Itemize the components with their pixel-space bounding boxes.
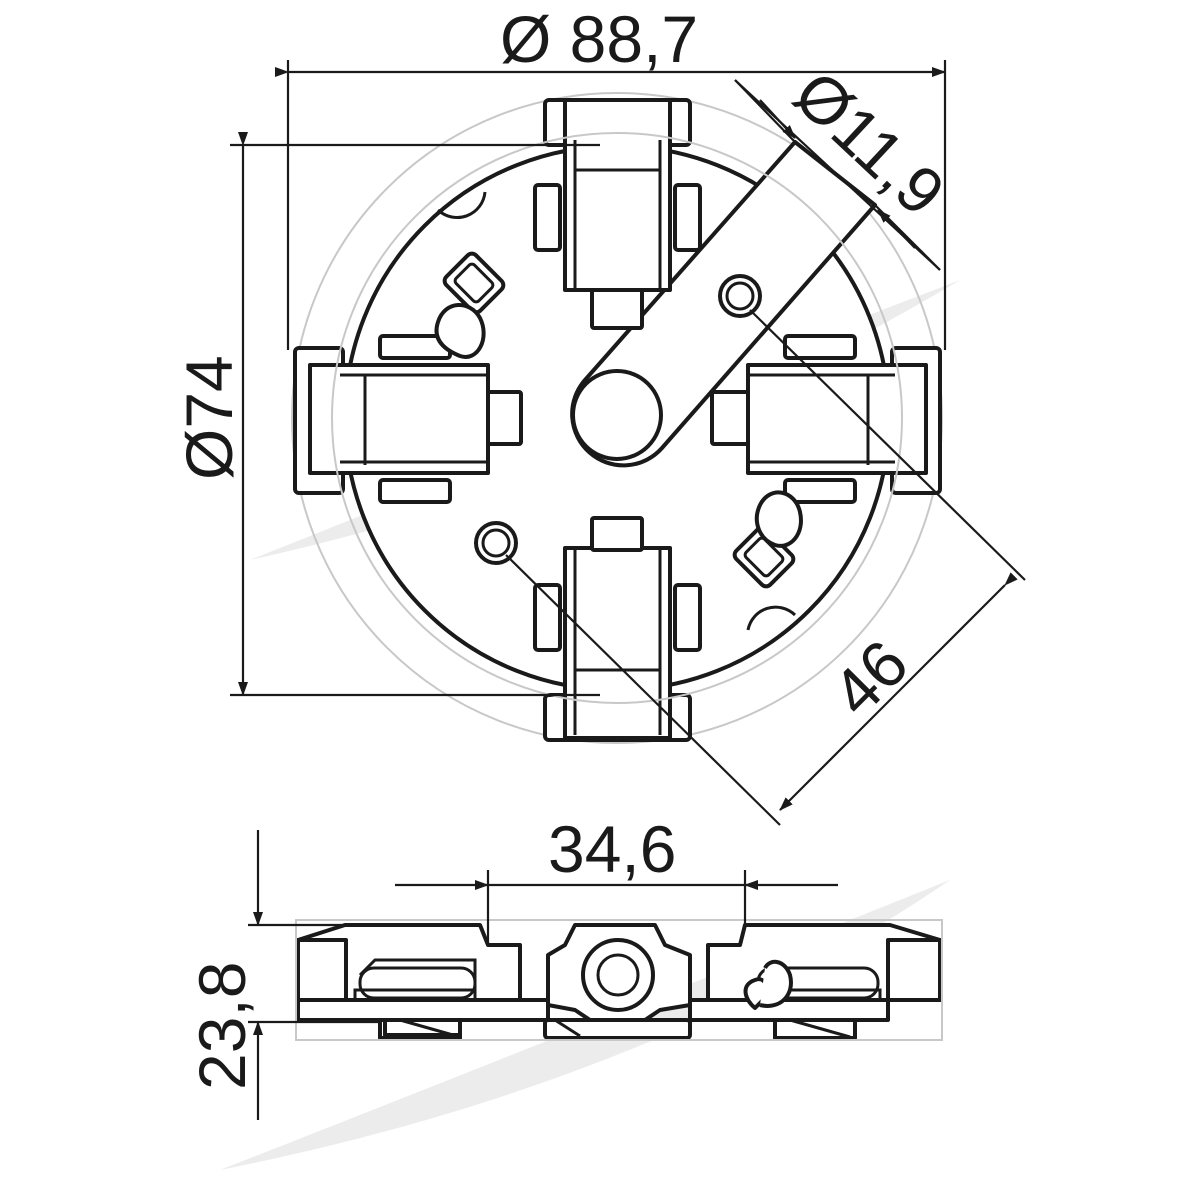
body-diameter-label: Ø74 (172, 355, 246, 480)
top-view (291, 92, 943, 744)
notch-top-left (436, 191, 487, 220)
side-housing-left (296, 923, 522, 1040)
hole-spacing-label: 46 (818, 626, 922, 730)
dim-outer-diameter: Ø 88,7 (275, 2, 947, 350)
width-label: 34,6 (548, 812, 676, 886)
dim-width: 34,6 (395, 812, 838, 945)
brush-holder-top (533, 98, 702, 330)
center-hole (571, 369, 663, 461)
side-center-bearing (581, 938, 655, 1012)
spring-clip-upper-left (434, 251, 506, 359)
brush-holder-left (293, 334, 523, 504)
dim-height: 23,8 (185, 830, 380, 1120)
height-label: 23,8 (185, 962, 259, 1090)
base-plate (296, 998, 550, 1022)
dim-body-diameter: Ø74 (172, 132, 600, 697)
side-view (295, 919, 943, 1041)
outer-diameter-label: Ø 88,7 (500, 2, 698, 76)
brush-holder-bottom (533, 516, 702, 742)
side-housing-right (706, 923, 942, 1040)
side-center-holder (543, 923, 692, 1040)
